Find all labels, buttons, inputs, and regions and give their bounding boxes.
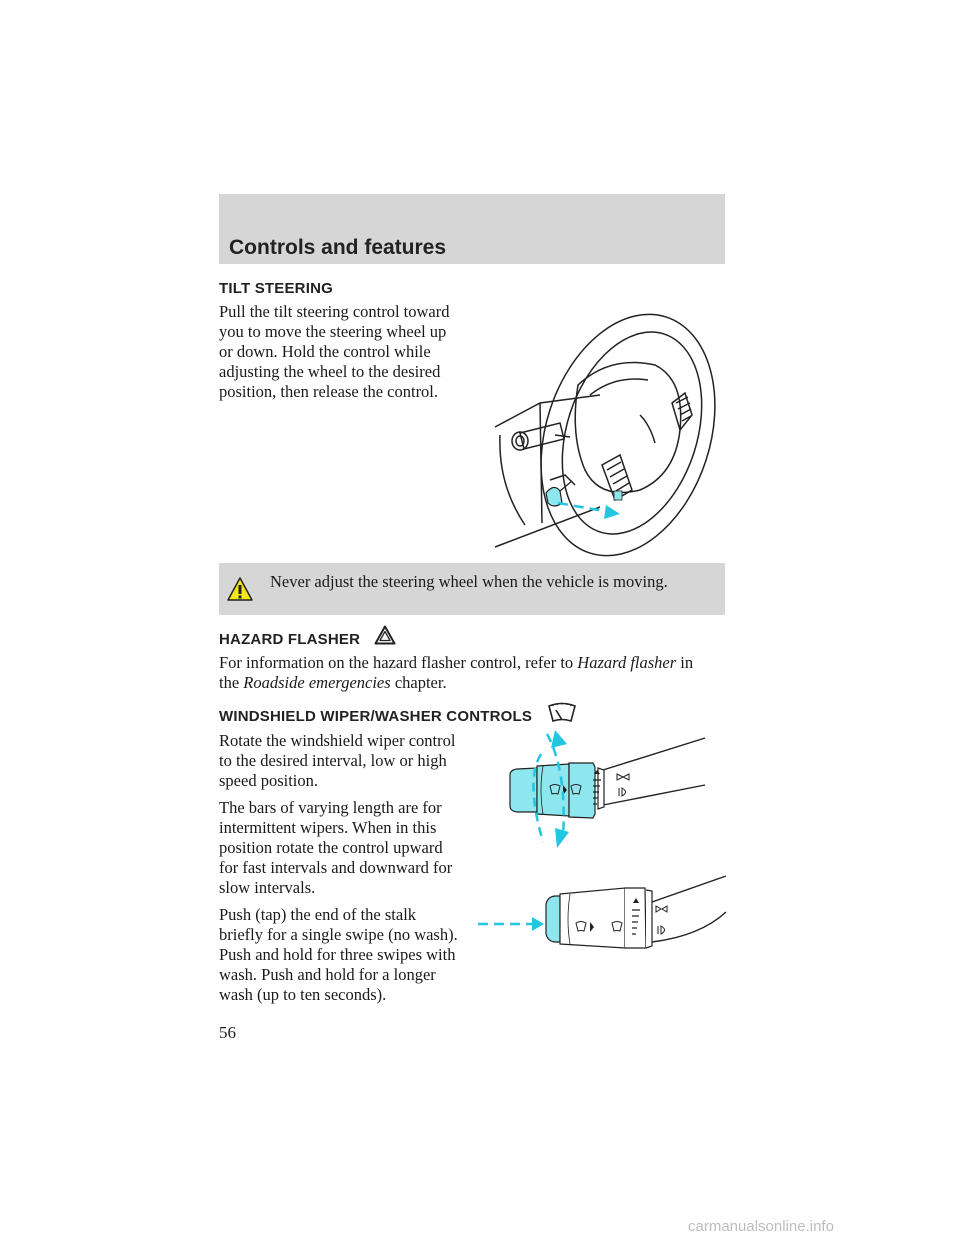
hazard-line-1: For information on the hazard flasher co… [219,653,694,672]
wiper-para3-line-3: Push and hold for three swipes with [219,945,456,964]
wiper-para1-line-2: to the desired interval, low or high [219,751,447,770]
hazard-triangle-icon [374,625,396,645]
page-number: 56 [219,1023,236,1042]
wiper-stalk-rotate-illustration [509,730,706,848]
tilt-line-1: Pull the tilt steering control toward [219,302,450,321]
warning-text: Never adjust the steering wheel when the… [270,572,668,591]
wiper-washer-heading: WINDSHIELD WIPER/WASHER CONTROLS [219,708,533,725]
page-title: Controls and features [229,236,447,259]
hazard-flasher-reference: Hazard flasher [577,653,677,672]
footer-watermark-url: carmanualsonline.info [688,1218,834,1235]
roadside-emergencies-reference: Roadside emergencies [243,673,391,692]
wiper-para3-line-4: wash. Push and hold for a longer [219,965,436,984]
tilt-line-5: position, then release the control. [219,382,439,401]
wiper-para1-line-3: speed position. [219,771,318,790]
wiper-para3-line-1: Push (tap) the end of the stalk [219,905,417,924]
header-band [219,194,725,264]
wiper-para1-line-1: Rotate the windshield wiper control [219,731,456,750]
warning-box [219,563,725,615]
windshield-wiper-icon [548,702,576,723]
wiper-para2-line-5: slow intervals. [219,878,316,897]
wiper-stalk-push-illustration [478,875,727,949]
tilt-line-2: you to move the steering wheel up [219,322,447,341]
wiper-para2-line-4: for fast intervals and downward for [219,858,453,877]
tilt-steering-heading: TILT STEERING [219,280,333,297]
steering-wheel-illustration [494,313,716,557]
wiper-para2-line-3: position rotate the control upward [219,838,443,857]
tilt-line-4: adjusting the wheel to the desired [219,362,441,381]
wiper-para3-line-5: wash (up to ten seconds). [219,985,387,1004]
hazard-flasher-heading: HAZARD FLASHER [219,631,361,648]
wiper-para2-line-2: intermittent wipers. When in this [219,818,437,837]
tilt-line-3: or down. Hold the control while [219,342,431,361]
warning-triangle-icon [227,577,253,601]
wiper-para2-line-1: The bars of varying length are for [219,798,442,817]
hazard-line-2: the Roadside emergencies chapter. [219,673,447,692]
wiper-para3-line-2: briefly for a single swipe (no wash). [219,925,458,944]
